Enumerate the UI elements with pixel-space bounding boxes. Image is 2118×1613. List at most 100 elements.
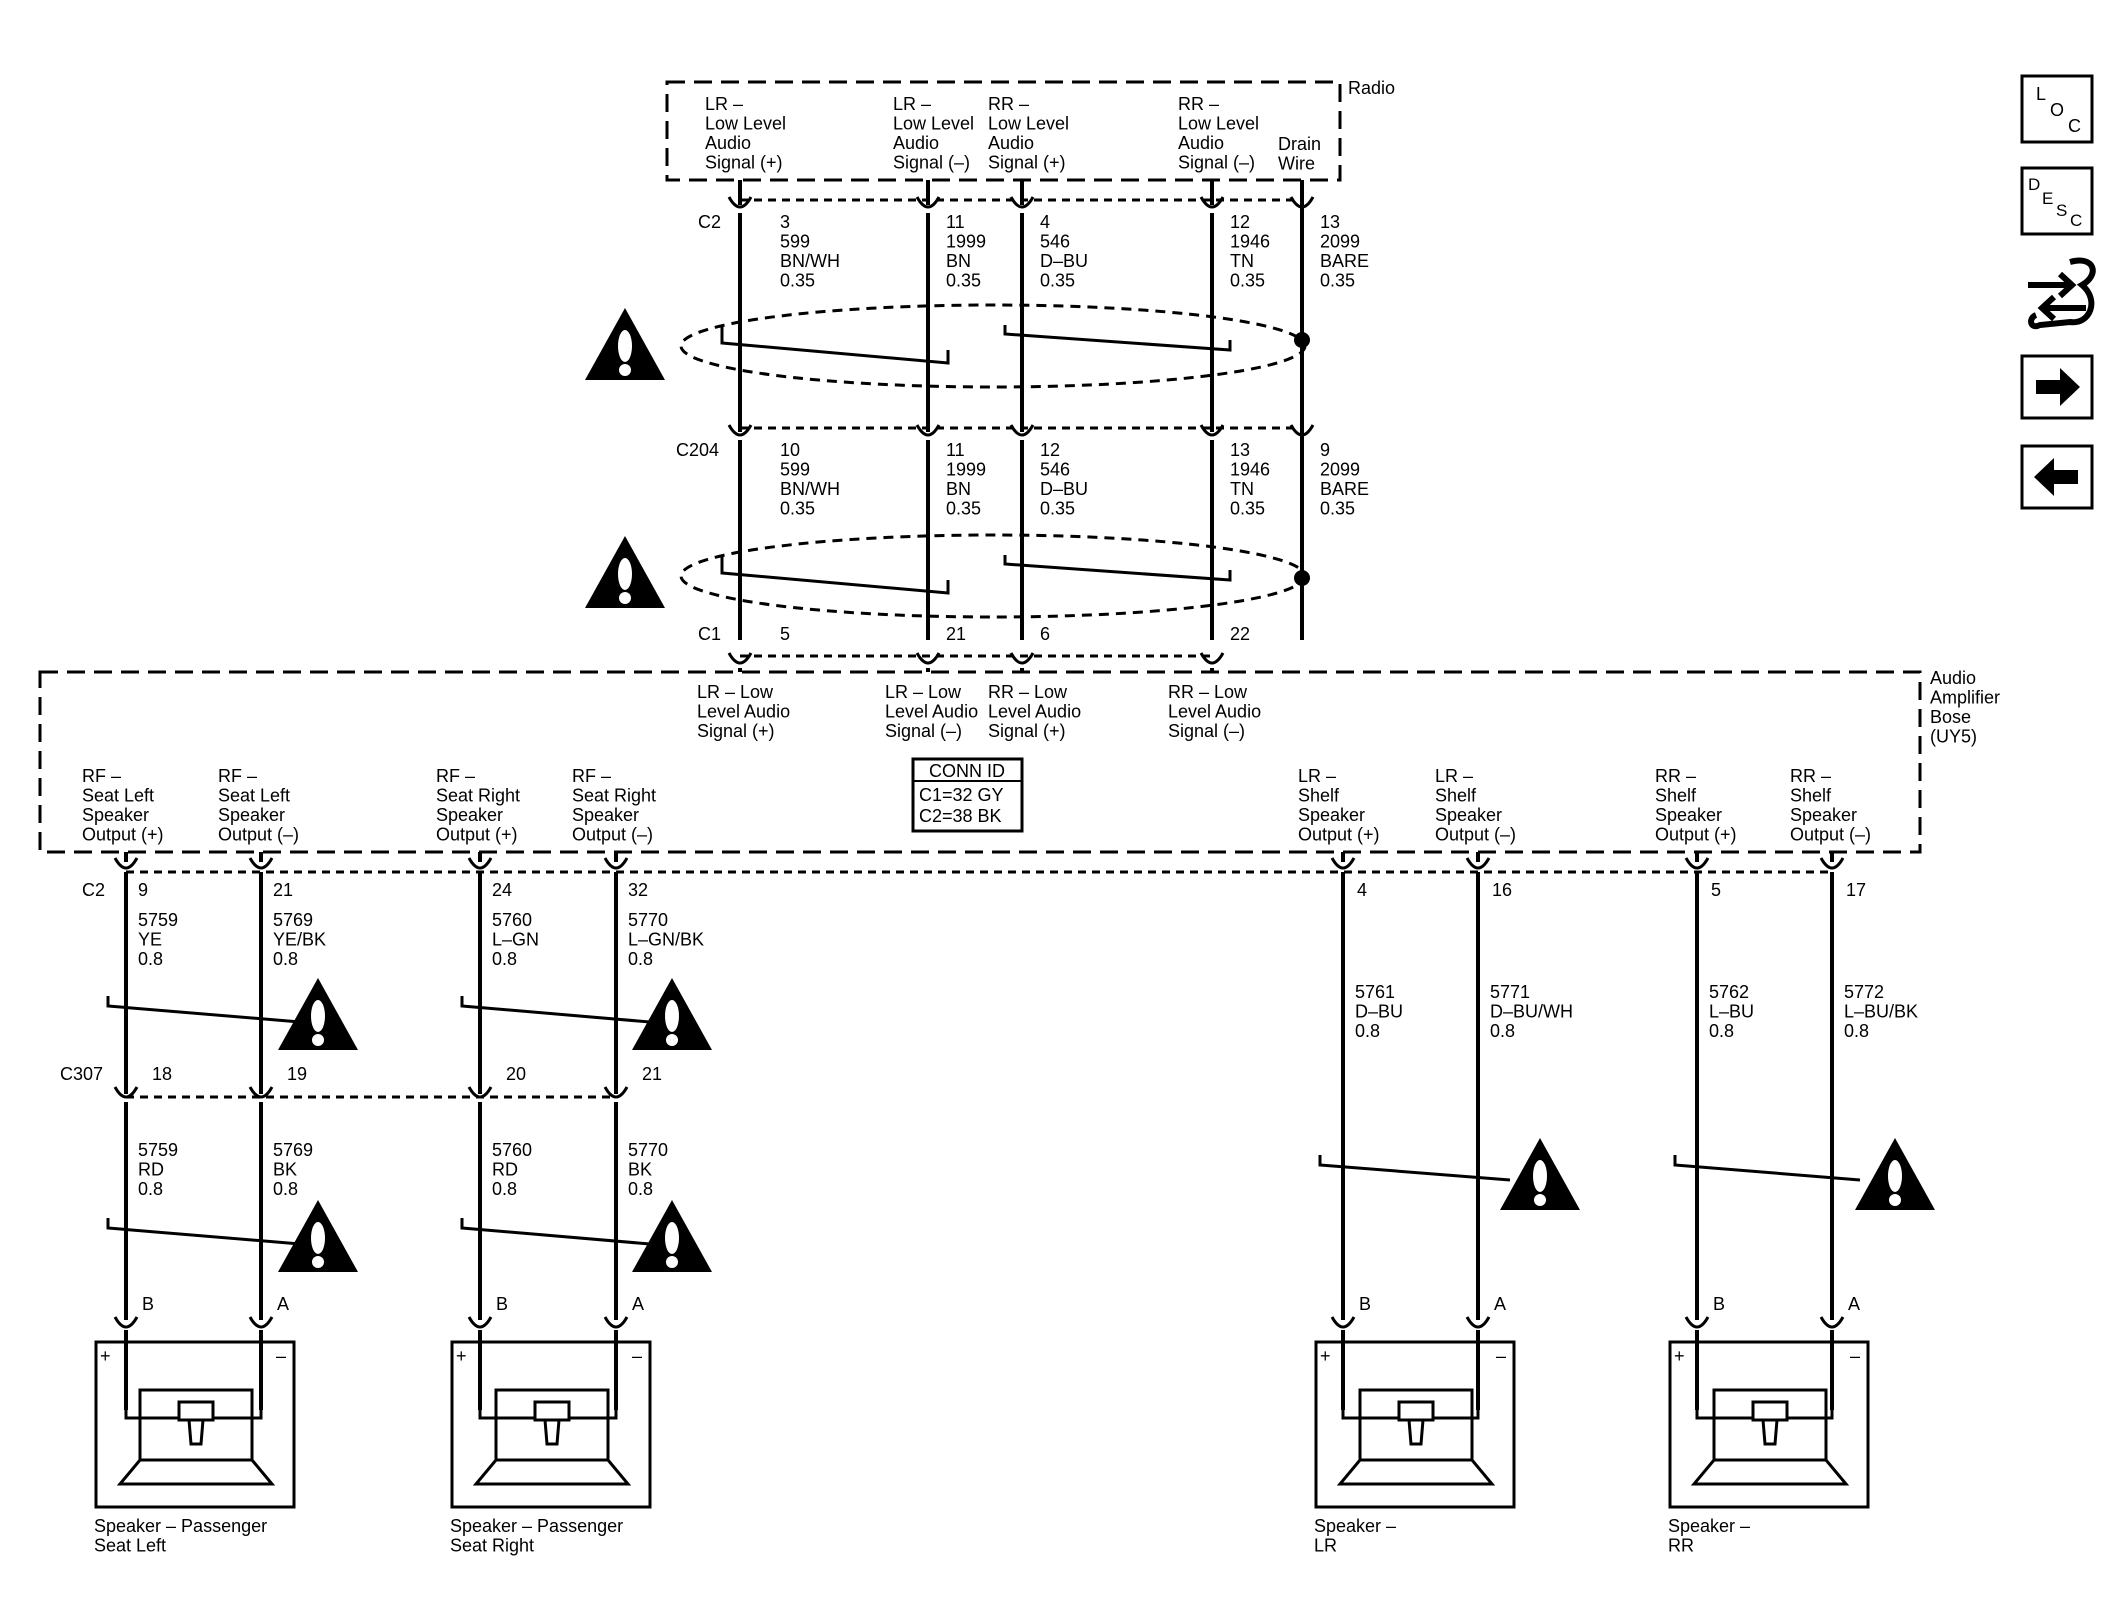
polarity-minus: – — [1496, 1346, 1506, 1366]
wire-spec: 5760 — [492, 910, 532, 930]
amplifier-input-label: Signal (–) — [885, 721, 962, 741]
speaker-name: Speaker – Passenger — [94, 1516, 267, 1536]
amplifier-title: Audio — [1930, 668, 1976, 688]
arrow-right-icon[interactable] — [2020, 354, 2094, 420]
amplifier-input-label: Signal (+) — [988, 721, 1066, 741]
amplifier-output-label: RF – — [436, 766, 475, 786]
wire-spec: BN/WH — [780, 479, 840, 499]
connector-terminal — [467, 1316, 493, 1329]
wire-spec: L–GN — [492, 930, 539, 950]
wire-spec: 0.8 — [492, 1179, 517, 1199]
connector-c2-lower-label: C2 — [82, 880, 105, 900]
amplifier-input-label: LR – Low — [697, 682, 774, 702]
connector-terminal — [113, 857, 139, 870]
polarity-minus: – — [276, 1346, 286, 1366]
connector-terminal — [915, 424, 941, 437]
wire-spec: 5761 — [1355, 982, 1395, 1002]
wire-spec: 13 — [1230, 440, 1250, 460]
wire-spec: 0.8 — [628, 1179, 653, 1199]
wire-spec: RD — [138, 1160, 164, 1180]
wire-spec: 5760 — [492, 1140, 532, 1160]
loc-letter: L — [2036, 84, 2046, 104]
amplifier-input-label: Level Audio — [1168, 702, 1261, 722]
lower-wire-group: 95759YE0.8215769YE/BK0.8245760L–GN0.8325… — [113, 852, 1918, 1410]
wire-spec: 10 — [780, 440, 800, 460]
pin-number: 21 — [273, 880, 293, 900]
connector-terminal — [1199, 196, 1225, 209]
wire-spec: D–BU — [1355, 1002, 1403, 1022]
wire-spec: 0.35 — [946, 271, 981, 291]
radio-pin-label: Low Level — [1178, 114, 1259, 134]
radio-pin-label: LR – — [705, 94, 743, 114]
connector-terminal — [1199, 652, 1225, 665]
speaker-pin-label: B — [1713, 1294, 1725, 1314]
speaker-cone — [1690, 1458, 1850, 1486]
wire-spec: 0.8 — [138, 1179, 163, 1199]
amplifier-output-label: Output (–) — [1435, 825, 1516, 845]
connector-terminal — [1465, 857, 1491, 870]
wire-spec: 0.8 — [1709, 1021, 1734, 1041]
amplifier-input-label: Signal (–) — [1168, 721, 1245, 741]
amplifier-output-label: Seat Right — [436, 786, 520, 806]
radio-pin-label: Low Level — [705, 114, 786, 134]
arrow-left-icon[interactable] — [2020, 444, 2094, 510]
pin-number: 4 — [1357, 880, 1367, 900]
pin-number: 32 — [628, 880, 648, 900]
speaker-cone — [472, 1458, 632, 1486]
amplifier-title: Amplifier — [1930, 688, 2000, 708]
connector-terminal — [1465, 1316, 1491, 1329]
amplifier-title: (UY5) — [1930, 727, 1977, 747]
wire-spec: 9 — [1320, 440, 1330, 460]
amplifier-output-label: Shelf — [1790, 786, 1832, 806]
amplifier-input-label: RR – Low — [988, 682, 1068, 702]
polarity-plus: + — [100, 1346, 111, 1366]
wrench-arrows-icon[interactable] — [2028, 257, 2096, 330]
speaker-pin-label: A — [1848, 1294, 1860, 1314]
desc-button[interactable]: D E S C — [2020, 166, 2094, 236]
wire-spec: BARE — [1320, 251, 1369, 271]
wire-spec: 0.8 — [1490, 1021, 1515, 1041]
wire-spec: 0.35 — [1320, 271, 1355, 291]
polarity-plus: + — [1320, 1346, 1331, 1366]
radio-pin-label: Signal (+) — [705, 153, 783, 173]
wire-spec: 12 — [1230, 212, 1250, 232]
wire-spec: L–BU/BK — [1844, 1002, 1918, 1022]
connector-terminal — [248, 857, 274, 870]
amplifier-output-label: Speaker — [218, 805, 285, 825]
radio-pin-label: Audio — [893, 133, 939, 153]
speaker-name: Speaker – — [1668, 1516, 1750, 1536]
radio-pin-label: Audio — [705, 133, 751, 153]
wire-spec: D–BU/WH — [1490, 1002, 1573, 1022]
wire-spec: 0.8 — [1355, 1021, 1380, 1041]
amplifier-output-label: RR – — [1790, 766, 1831, 786]
wire-spec: D–BU — [1040, 479, 1088, 499]
caution-icon — [585, 536, 665, 608]
wire-spec: 4 — [1040, 212, 1050, 232]
connector-terminal — [1009, 652, 1035, 665]
pin-number: 24 — [492, 880, 512, 900]
wire-spec: 0.35 — [1040, 271, 1075, 291]
conn-id-line: C2=38 BK — [919, 806, 1002, 826]
caution-icon — [1500, 1138, 1580, 1210]
amplifier-output-label: Speaker — [572, 805, 639, 825]
radio-title: Radio — [1348, 78, 1395, 98]
polarity-plus: + — [1674, 1346, 1685, 1366]
wire-spec: 5772 — [1844, 982, 1884, 1002]
wire-spec: 0.35 — [1230, 499, 1265, 519]
connector-terminal — [1819, 857, 1845, 870]
loc-button[interactable]: L O C — [2020, 74, 2094, 144]
radio-pin-label: Low Level — [893, 114, 974, 134]
amplifier-input-label: Level Audio — [885, 702, 978, 722]
radio-pin-label: Low Level — [988, 114, 1069, 134]
wire-spec: YE/BK — [273, 930, 326, 950]
wire-spec: 5770 — [628, 1140, 668, 1160]
connector-terminal — [727, 196, 753, 209]
amplifier-output-label: Shelf — [1655, 786, 1697, 806]
amplifier-output-label: Shelf — [1435, 786, 1477, 806]
wire-spec: 5762 — [1709, 982, 1749, 1002]
pin-number: 22 — [1230, 624, 1250, 644]
speaker-name: Speaker – Passenger — [450, 1516, 623, 1536]
speaker-pin-label: B — [142, 1294, 154, 1314]
